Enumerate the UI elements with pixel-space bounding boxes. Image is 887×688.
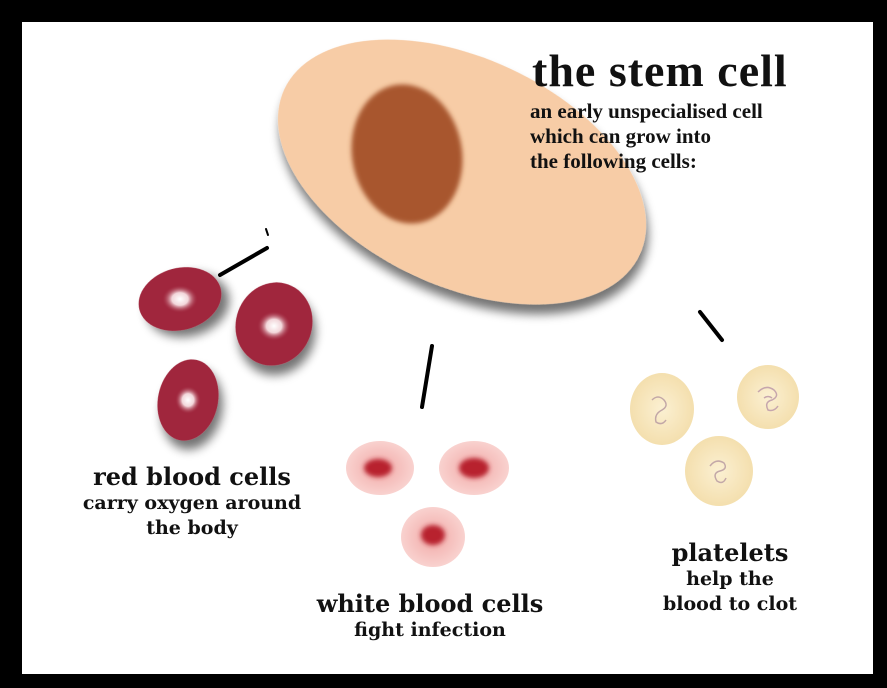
- red-blood-cells-label: red blood cells carry oxygen around the …: [42, 462, 342, 541]
- white-blood-cells-label: white blood cells fight infection: [280, 589, 580, 643]
- white-blood-cells-name: white blood cells: [280, 589, 580, 618]
- red-blood-cell: [224, 272, 324, 377]
- platelet: [630, 373, 694, 445]
- platelets-description: blood to clot: [650, 592, 810, 617]
- subtitle-line: an early unspecialised cell: [530, 99, 763, 124]
- platelets: [630, 365, 799, 506]
- line-to-red-cells: [220, 248, 267, 275]
- platelets-label: platelets help the blood to clot: [650, 538, 810, 617]
- diagram-panel: the stem cell an early unspecialised cel…: [22, 22, 873, 674]
- red-blood-cells-description: carry oxygen around: [42, 491, 342, 516]
- diagram-subtitle: an early unspecialised cell which can gr…: [530, 99, 763, 174]
- diagram-title: the stem cell: [532, 44, 788, 97]
- subtitle-line: the following cells:: [530, 149, 763, 174]
- red-blood-cells: [131, 258, 324, 446]
- white-blood-cells-description: fight infection: [280, 618, 580, 643]
- red-blood-cell: [131, 258, 228, 340]
- platelet: [685, 436, 753, 506]
- red-blood-cell: [150, 354, 226, 447]
- line-to-white-cells: [422, 346, 432, 407]
- line-to-platelets: [700, 312, 722, 340]
- platelets-description: help the: [650, 567, 810, 592]
- line-tick: [266, 229, 268, 235]
- red-blood-cells-name: red blood cells: [42, 462, 342, 491]
- white-blood-cell: [346, 441, 414, 495]
- platelet: [737, 365, 799, 429]
- platelets-name: platelets: [650, 538, 810, 567]
- white-blood-cell: [439, 441, 509, 495]
- red-blood-cells-description: the body: [42, 516, 342, 541]
- white-blood-cells: [346, 441, 509, 567]
- subtitle-line: which can grow into: [530, 124, 763, 149]
- white-blood-cell: [401, 507, 465, 567]
